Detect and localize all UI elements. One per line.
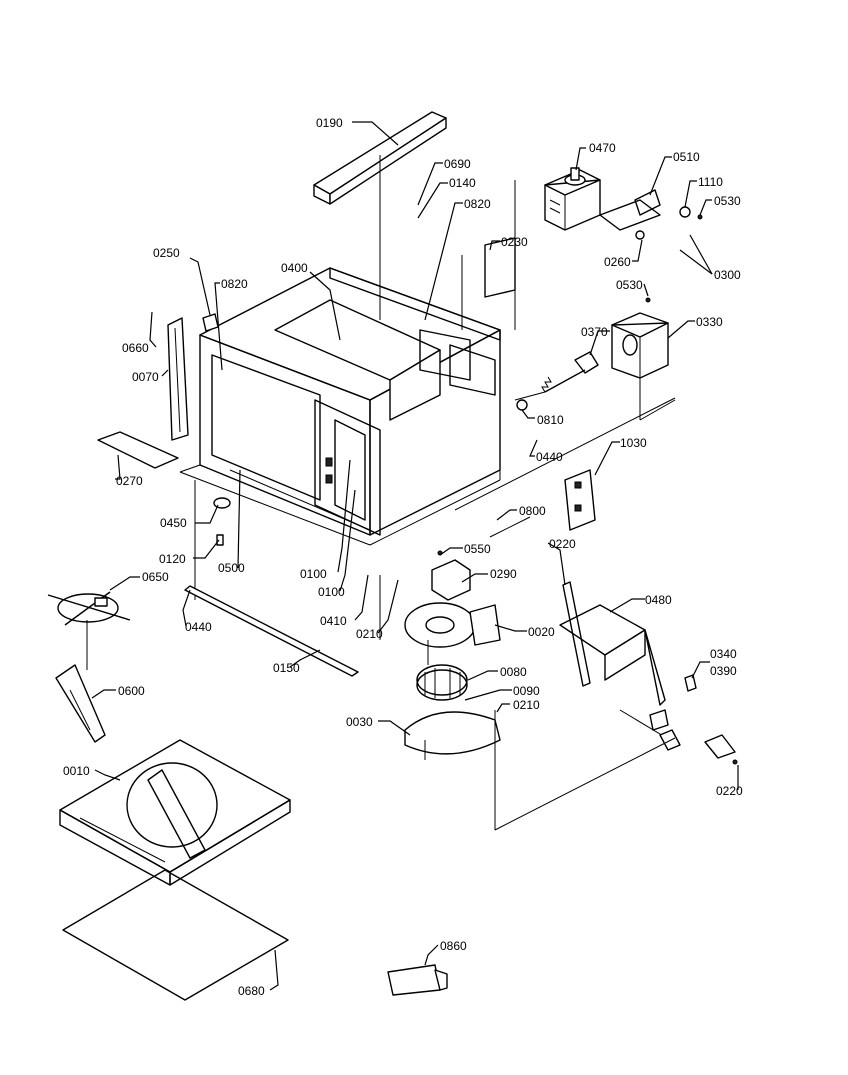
part-0330-transformer <box>611 312 676 421</box>
callout-1110: 1110 <box>698 175 723 189</box>
callout-0530: 0530 <box>714 194 741 208</box>
part-0290-fan-motor <box>431 550 471 601</box>
callout-0820: 0820 <box>221 277 248 291</box>
part-0080-fan-wheel <box>416 640 468 701</box>
part-0020-fan-scroll <box>404 602 501 648</box>
callout-0480: 0480 <box>645 593 672 607</box>
part-0010-base-tray <box>59 739 291 886</box>
callout-0860: 0860 <box>440 939 467 953</box>
callout-0150: 0150 <box>273 661 300 675</box>
callout-0140: 0140 <box>449 176 476 190</box>
callout-0410: 0410 <box>320 614 347 628</box>
part-0340-clip <box>684 674 697 692</box>
part-0600-arm <box>55 620 106 743</box>
callout-0270: 0270 <box>116 474 143 488</box>
part-0030-fan-cover <box>404 711 501 760</box>
callout-0510: 0510 <box>673 150 700 164</box>
part-0220-bracket <box>704 734 738 765</box>
callout-0100: 0100 <box>318 585 345 599</box>
part-0190-top-bar <box>313 111 447 320</box>
part-0680-sheet <box>62 869 289 1001</box>
callout-0680: 0680 <box>238 984 265 998</box>
callout-labels: 0190 0690 0140 0820 0470 0510 1110 0530 … <box>63 116 743 998</box>
callout-0800: 0800 <box>519 504 546 518</box>
callout-0440: 0440 <box>185 620 212 634</box>
callout-0220: 0220 <box>549 537 576 551</box>
callout-0120: 0120 <box>159 552 186 566</box>
leader-lines <box>91 121 739 991</box>
callout-0290: 0290 <box>490 567 517 581</box>
part-0250-block <box>202 313 219 332</box>
callout-0550: 0550 <box>464 542 491 556</box>
callout-0230: 0230 <box>501 235 528 249</box>
reference-lines <box>379 397 676 831</box>
callout-0330: 0330 <box>696 315 723 329</box>
part-0450-roller <box>194 480 231 600</box>
callout-0100: 0100 <box>300 567 327 581</box>
part-0150-rod <box>184 585 359 677</box>
callout-0530: 0530 <box>616 278 643 292</box>
callout-1030: 1030 <box>620 436 647 450</box>
callout-0370: 0370 <box>581 325 608 339</box>
callout-0210: 0210 <box>356 627 383 641</box>
callout-0080: 0080 <box>500 665 527 679</box>
callout-0400: 0400 <box>281 261 308 275</box>
callout-0300: 0300 <box>714 268 741 282</box>
callout-0820: 0820 <box>464 197 491 211</box>
callout-0340: 0340 <box>710 647 737 661</box>
callout-0030: 0030 <box>346 715 373 729</box>
part-1030-bracket <box>564 469 596 531</box>
callout-0010: 0010 <box>63 764 90 778</box>
part-0510-bracket <box>599 189 703 303</box>
part-0480-duct <box>559 581 681 751</box>
callout-0500: 0500 <box>218 561 245 575</box>
part-0470-magnetron <box>544 167 601 231</box>
callout-0210: 0210 <box>513 698 540 712</box>
callout-0600: 0600 <box>118 684 145 698</box>
part-0650-turntable-support <box>47 591 131 626</box>
callout-0390: 0390 <box>710 664 737 678</box>
callout-0660: 0660 <box>122 341 149 355</box>
part-0230-label <box>461 237 516 330</box>
part-0370-hv-diode <box>514 351 599 401</box>
callout-0220: 0220 <box>716 784 743 798</box>
callout-0450: 0450 <box>160 516 187 530</box>
callout-0020: 0020 <box>528 625 555 639</box>
callout-0090: 0090 <box>513 684 540 698</box>
callout-0470: 0470 <box>589 141 616 155</box>
part-0810-cap <box>516 399 528 411</box>
part-0070-side-bracket <box>167 317 189 441</box>
callout-0650: 0650 <box>142 570 169 584</box>
callout-0690: 0690 <box>444 157 471 171</box>
callout-0190: 0190 <box>316 116 343 130</box>
callout-0070: 0070 <box>132 370 159 384</box>
part-0400-cavity-housing <box>179 180 516 546</box>
callout-0440: 0440 <box>536 450 563 464</box>
callout-0260: 0260 <box>604 255 631 269</box>
callout-0250: 0250 <box>153 246 180 260</box>
part-0270-plate <box>97 431 179 469</box>
callout-0810: 0810 <box>537 413 564 427</box>
part-0860-tube <box>387 964 448 996</box>
